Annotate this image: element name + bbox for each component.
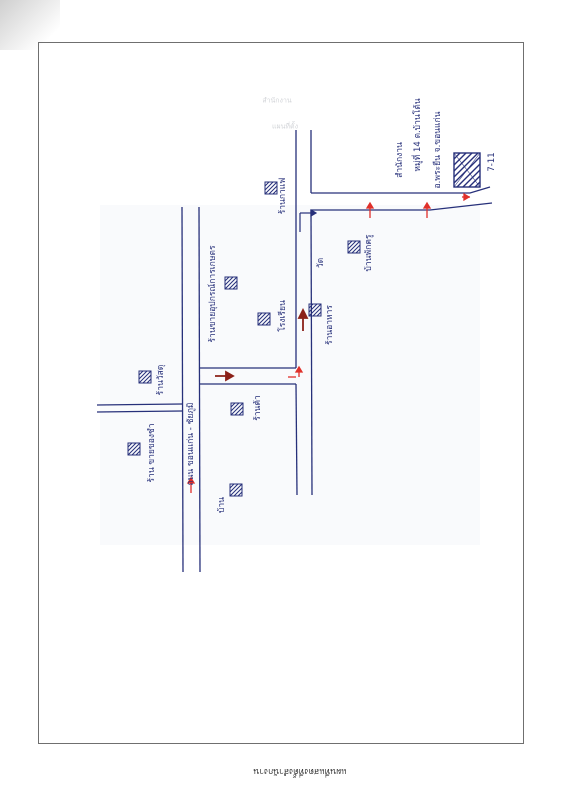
road-main-label: ถนน ขอนแก่น - ชัยภูมิ <box>185 402 196 486</box>
building-icon <box>264 181 278 195</box>
road-branch-left-bot <box>96 410 183 413</box>
building-icon <box>229 483 243 497</box>
arrow-icon <box>215 370 235 382</box>
road-mid-right-lower <box>310 209 313 496</box>
school-label: โรงเรียน <box>277 300 288 332</box>
destination-label: อ.พระยืน จ.ขอนแก่น <box>432 111 443 189</box>
faint-background-area <box>100 205 480 545</box>
route-arrows <box>186 192 471 493</box>
shop-label: ร้านกาแฟ <box>277 177 288 215</box>
road-top-lower <box>311 202 493 211</box>
temple-label: วัด <box>315 257 326 269</box>
shop-label: ร้านวัสดุ <box>155 364 166 396</box>
house-label: บ้าน <box>216 497 227 513</box>
shop-label: ร้าน ขายของชำ <box>146 423 157 483</box>
shop-label: ร้านอาหาร <box>324 305 335 345</box>
destination-label: หมู่ที่ 14 ต.บ้านโต้น <box>412 98 423 172</box>
destination-building-icon <box>453 152 481 188</box>
ghost-text: แผนที่ตั้ง <box>272 122 298 131</box>
arrow-icon <box>294 365 304 377</box>
destination-label: สำนักงาน <box>394 142 405 178</box>
road-mid-left-lower <box>295 383 298 496</box>
arrow-icon <box>422 201 432 218</box>
arrow-icon <box>299 208 318 232</box>
building-icon <box>308 303 322 317</box>
store-label: 7-11 <box>486 152 497 172</box>
road-top-upper <box>311 186 491 194</box>
ghost-text: สำนักงาน <box>262 96 292 105</box>
page-frame <box>38 42 524 744</box>
building-icon <box>257 312 271 326</box>
house-label: บ้านพักครู <box>363 234 374 272</box>
shop-label: ร้านขายอุปกรณ์การเกษตร <box>207 245 218 343</box>
building-icon <box>224 276 238 290</box>
road-main-left <box>181 206 184 573</box>
arrow-icon <box>365 201 375 218</box>
building-icon <box>138 370 152 384</box>
arrow-icon <box>297 307 309 331</box>
buildings <box>127 152 481 497</box>
roads <box>96 130 493 573</box>
building-icon <box>230 402 244 416</box>
arrow-icon <box>462 192 471 202</box>
footer-caption: แผนที่แสดงที่ตั้งสำนักงาน <box>253 766 347 776</box>
shop-label: ร้านค้า <box>252 395 263 421</box>
building-icon <box>127 442 141 456</box>
road-branch-left-top <box>96 403 183 406</box>
arrow-icon <box>186 476 196 493</box>
building-icon <box>347 240 361 254</box>
scan-shadow <box>0 0 60 50</box>
road-main-right <box>198 206 201 573</box>
